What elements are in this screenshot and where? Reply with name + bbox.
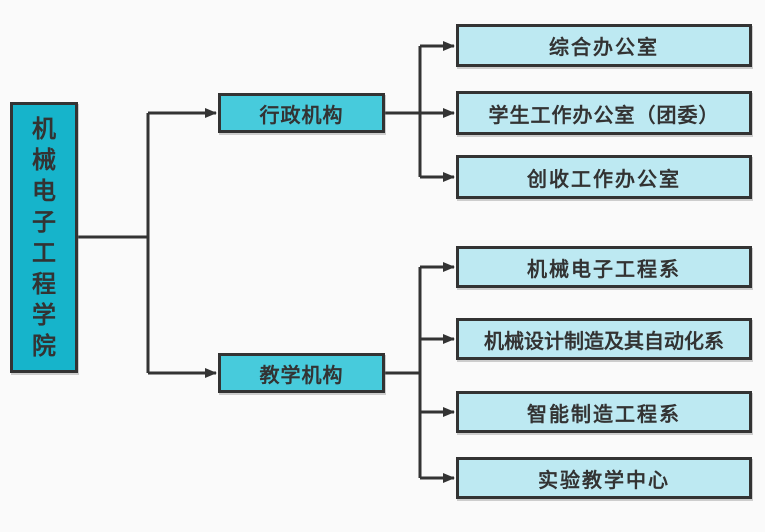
node-revenue-office: 创收工作办公室 (456, 155, 752, 199)
node-intelligent-mfg-dept-label: 智能制造工程系 (527, 401, 681, 426)
node-student-affairs-office-label: 学生工作办公室（团委） (488, 102, 720, 127)
node-admin-branch-label: 行政机构 (259, 102, 344, 127)
node-college-root-label: 机械电子工程学院 (32, 114, 56, 360)
node-teach-branch-label: 教学机构 (259, 362, 344, 387)
node-revenue-office-label: 创收工作办公室 (527, 166, 681, 191)
node-intelligent-mfg-dept: 智能制造工程系 (456, 391, 752, 433)
node-general-office-label: 综合办公室 (549, 35, 659, 59)
node-experiment-center-label: 实验教学中心 (538, 467, 670, 492)
node-mechatronics-dept: 机械电子工程系 (456, 246, 752, 288)
node-experiment-center: 实验教学中心 (456, 457, 752, 499)
node-mechatronics-dept-label: 机械电子工程系 (527, 256, 681, 281)
node-college-root: 机械电子工程学院 (10, 102, 78, 373)
node-student-affairs-office: 学生工作办公室（团委） (456, 91, 752, 135)
node-mech-design-dept: 机械设计制造及其自动化系 (456, 318, 752, 360)
node-mech-design-dept-label: 机械设计制造及其自动化系 (484, 328, 724, 353)
node-admin-branch: 行政机构 (218, 93, 385, 133)
node-general-office: 综合办公室 (456, 24, 752, 67)
node-teach-branch: 教学机构 (218, 353, 385, 393)
